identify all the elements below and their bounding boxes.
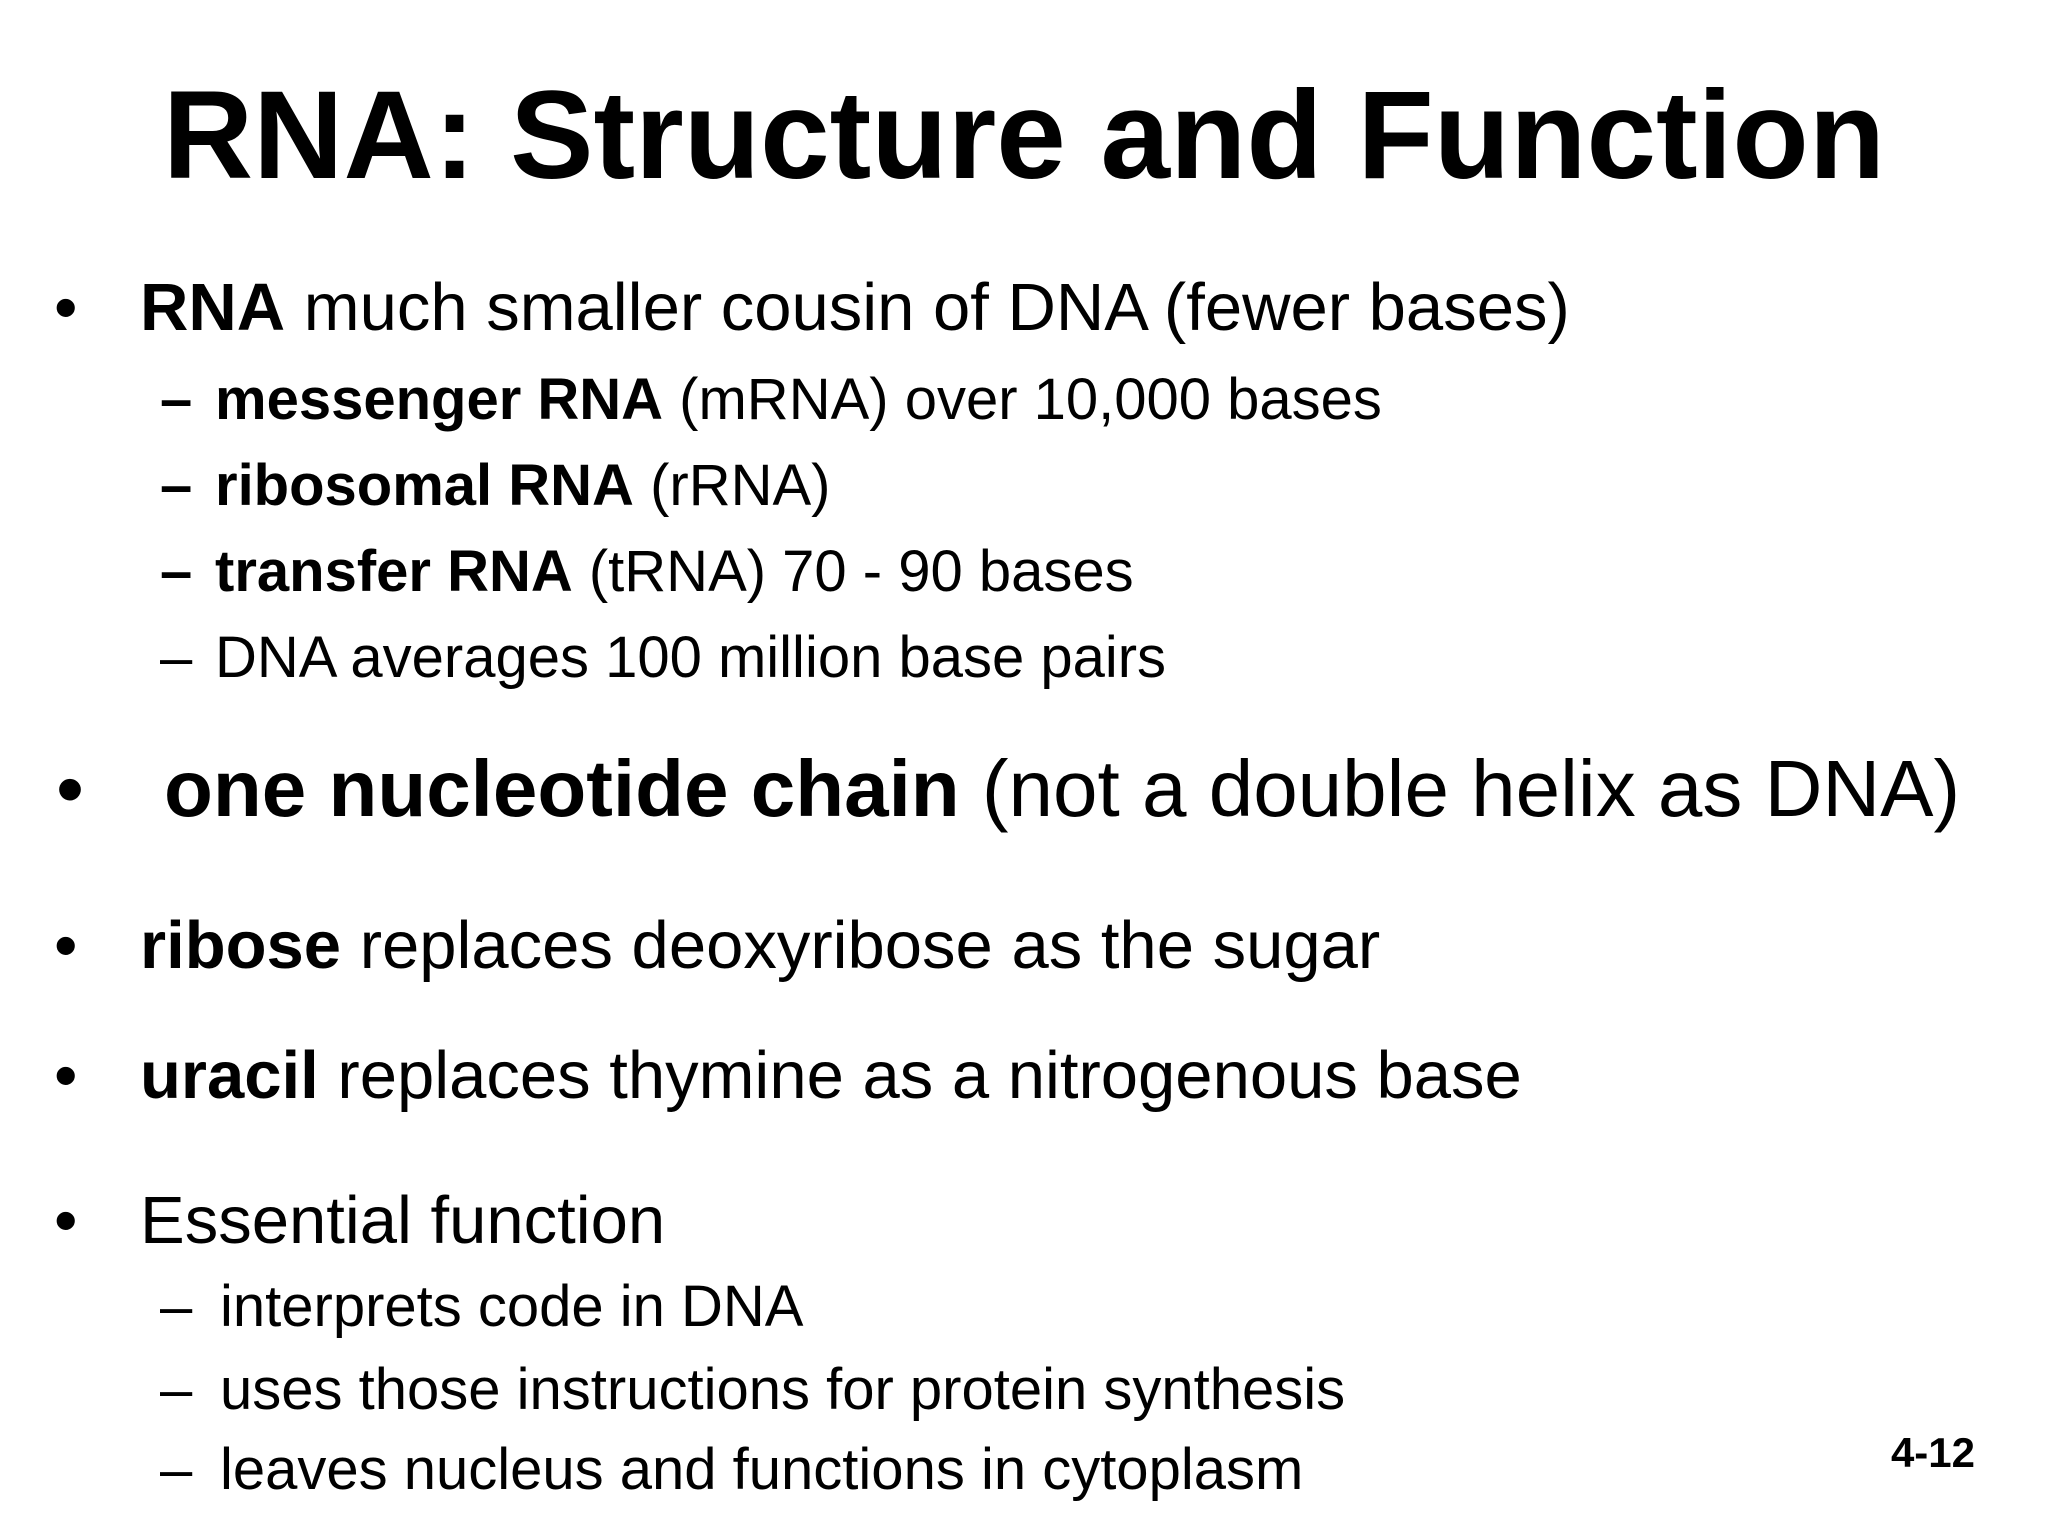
bullet-text: ribosomal RNA (rRNA) [215, 457, 830, 515]
bullet-text-lead: ribose [140, 908, 342, 983]
bullet-text-rest: uses those instructions for protein synt… [220, 1357, 1346, 1422]
bullet-text-lead: messenger RNA [215, 367, 664, 432]
bullet-text: leaves nucleus and functions in cytoplas… [220, 1441, 1303, 1499]
bullet-text-rest: (not a double helix as DNA) [959, 744, 1961, 833]
dash-icon: – [160, 1274, 193, 1339]
bullet-text-lead: one nucleotide chain [164, 744, 960, 833]
bullet-dot-icon: • [54, 270, 78, 345]
bullet-dot-icon: • [54, 908, 78, 983]
dash-icon: – [160, 367, 193, 432]
bullet-text-lead: transfer RNA [215, 539, 573, 604]
bullet-text: messenger RNA (mRNA) over 10,000 bases [215, 371, 1382, 429]
bullet-text-rest: leaves nucleus and functions in cytoplas… [220, 1437, 1304, 1502]
bullet-text-rest: replaces thymine as a nitrogenous base [318, 1038, 1522, 1113]
bullet-dot-icon: • [56, 744, 85, 833]
bullet-text-rest: (tRNA) 70 - 90 bases [572, 539, 1134, 604]
dash-icon: – [160, 453, 193, 518]
bullet-dot-icon: • [54, 1038, 78, 1113]
dash-icon: – [160, 625, 193, 690]
bullet-text: uses those instructions for protein synt… [220, 1361, 1345, 1419]
dash-icon: – [160, 1357, 193, 1422]
bullet-text: Essential function [140, 1187, 665, 1254]
bullet-text: uracil replaces thymine as a nitrogenous… [140, 1042, 1522, 1109]
bullet-text: ribose replaces deoxyribose as the sugar [140, 912, 1380, 979]
bullet-text-rest: (mRNA) over 10,000 bases [663, 367, 1382, 432]
bullet-text-rest: interprets code in DNA [220, 1274, 804, 1339]
bullet-text: transfer RNA (tRNA) 70 - 90 bases [215, 543, 1134, 601]
bullet-text: interprets code in DNA [220, 1278, 803, 1336]
bullet-text-rest: Essential function [140, 1183, 666, 1258]
bullet-dot-icon: • [54, 1183, 78, 1258]
bullet-text-rest: DNA averages 100 million base pairs [215, 625, 1167, 690]
dash-icon: – [160, 539, 193, 604]
slide-title: RNA: Structure and Function [162, 66, 1886, 205]
bullet-text-lead: ribosomal RNA [215, 453, 634, 518]
bullet-text-rest: much smaller cousin of DNA (fewer bases) [285, 270, 1570, 345]
page-number: 4-12 [1890, 1429, 1975, 1476]
bullet-text: DNA averages 100 million base pairs [215, 629, 1166, 687]
bullet-text: RNA much smaller cousin of DNA (fewer ba… [140, 274, 1570, 341]
dash-icon: – [160, 1437, 193, 1502]
bullet-text-rest: replaces deoxyribose as the sugar [341, 908, 1381, 983]
bullet-text: one nucleotide chain (not a double helix… [164, 749, 1960, 829]
bullet-text-lead: uracil [140, 1038, 319, 1113]
bullet-text-lead: RNA [140, 270, 286, 345]
bullet-text-rest: (rRNA) [633, 453, 831, 518]
